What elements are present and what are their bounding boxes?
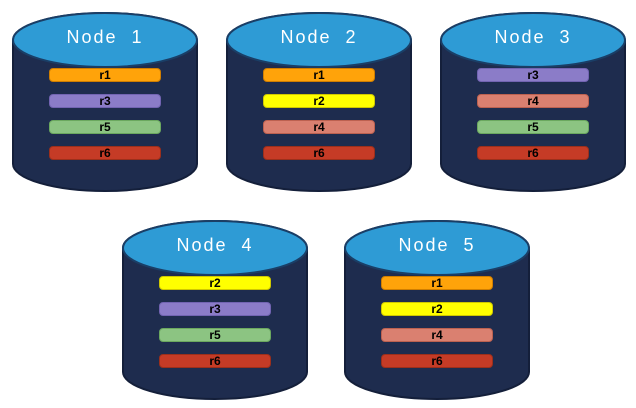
replica-label: r1 [431,276,443,290]
replica-label: r2 [431,302,443,316]
node-title: Node 3 [494,27,572,47]
replica-label: r6 [209,354,221,368]
replica-label: r2 [209,276,221,290]
replica-bar: r6 [49,146,161,160]
node-5: Node 5 r1 r2 r4 r6 [342,214,532,402]
replica-label: r4 [431,328,443,342]
replica-label: r1 [99,68,111,82]
replica-bar: r6 [477,146,589,160]
replica-bar: r3 [49,94,161,108]
replica-list: r1 r3 r5 r6 [10,68,200,172]
replica-bar: r1 [381,276,493,290]
replica-label: r6 [431,354,443,368]
replica-bar: r2 [381,302,493,316]
replica-label: r5 [99,120,111,134]
replica-label: r5 [527,120,539,134]
node-title: Node 2 [280,27,358,47]
replica-list: r3 r4 r5 r6 [438,68,628,172]
replica-bar: r6 [381,354,493,368]
node-3: Node 3 r3 r4 r5 r6 [438,6,628,194]
node-title: Node 4 [176,235,254,255]
replica-bar: r3 [159,302,271,316]
replica-label: r2 [313,94,325,108]
replica-bar: r3 [477,68,589,82]
node-4: Node 4 r2 r3 r5 r6 [120,214,310,402]
replica-list: r1 r2 r4 r6 [224,68,414,172]
cylinder-top [12,12,198,68]
node-title: Node 1 [66,27,144,47]
replica-bar: r2 [263,94,375,108]
replica-bar: r4 [263,120,375,134]
replica-bar: r4 [381,328,493,342]
replica-label: r3 [99,94,111,108]
replica-bar: r5 [49,120,161,134]
replica-label: r3 [209,302,221,316]
replica-label: r3 [527,68,539,82]
cylinder-top [122,220,308,276]
node-2: Node 2 r1 r2 r4 r6 [224,6,414,194]
replica-bar: r5 [477,120,589,134]
replica-bar: r1 [263,68,375,82]
replica-bar: r6 [159,354,271,368]
replica-bar: r1 [49,68,161,82]
replica-bar: r2 [159,276,271,290]
replica-label: r6 [527,146,539,160]
replica-list: r1 r2 r4 r6 [342,276,532,380]
replica-label: r6 [99,146,111,160]
replica-bar: r5 [159,328,271,342]
replica-list: r2 r3 r5 r6 [120,276,310,380]
replica-label: r4 [313,120,325,134]
cylinder-top [440,12,626,68]
node-1: Node 1 r1 r3 r5 r6 [10,6,200,194]
cylinder-top [226,12,412,68]
replica-label: r5 [209,328,221,342]
replica-label: r4 [527,94,539,108]
replica-bar: r6 [263,146,375,160]
replica-label: r6 [313,146,325,160]
replica-bar: r4 [477,94,589,108]
cylinder-top [344,220,530,276]
node-title: Node 5 [398,235,476,255]
replica-label: r1 [313,68,325,82]
